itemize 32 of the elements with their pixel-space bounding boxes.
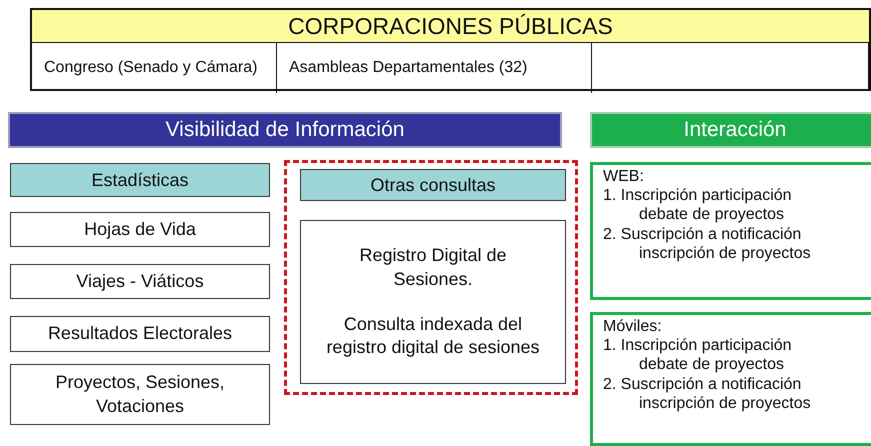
category-header-box (10, 163, 270, 197)
category-title: Otras consultas (370, 174, 496, 196)
section-title: Interacción (684, 118, 786, 142)
item-text: Congreso (Senado y Cámara) (44, 58, 258, 76)
category-title: Estadísticas (91, 170, 189, 190)
item-text: Viajes - Viáticos (76, 270, 204, 293)
item-box (10, 364, 270, 425)
list-item: 1. Inscripción participación debate de proyectos (603, 186, 793, 225)
section-title: Visibilidad de Información (166, 118, 404, 142)
list-heading: Móviles: (603, 317, 663, 336)
list-item: 2. Suscripción a notificación inscripción de proyectos (603, 374, 812, 413)
item-text: Registro Digital de Sesiones. (358, 244, 508, 291)
list-heading: WEB: (603, 167, 645, 186)
item-text: Consulta indexada del registro digital de sesiones (325, 313, 541, 360)
table-title: CORPORACIONES PÚBLICAS (32, 10, 869, 43)
table-panel (30, 8, 871, 91)
item-box (10, 212, 270, 247)
list-item: 2. Suscripción a notificación inscripción de proyectos (603, 224, 812, 263)
dashed-group-frame (284, 160, 578, 395)
list-item: 1. Inscripción participación debate de proyectos (603, 336, 793, 375)
item-box (300, 220, 566, 384)
section-header-bar (8, 112, 562, 148)
list-panel (590, 312, 871, 446)
item-text: Hojas de Vida (84, 218, 196, 241)
list-panel (590, 162, 871, 300)
item-text: Proyectos, Sesiones, Votaciones (54, 371, 226, 418)
section-header-bar (590, 112, 871, 148)
item-box (10, 264, 270, 299)
item-text: Resultados Electorales (48, 322, 232, 346)
category-header-box (300, 169, 566, 201)
item-box (10, 316, 270, 352)
item-text: Asambleas Departamentales (32) (289, 58, 528, 76)
